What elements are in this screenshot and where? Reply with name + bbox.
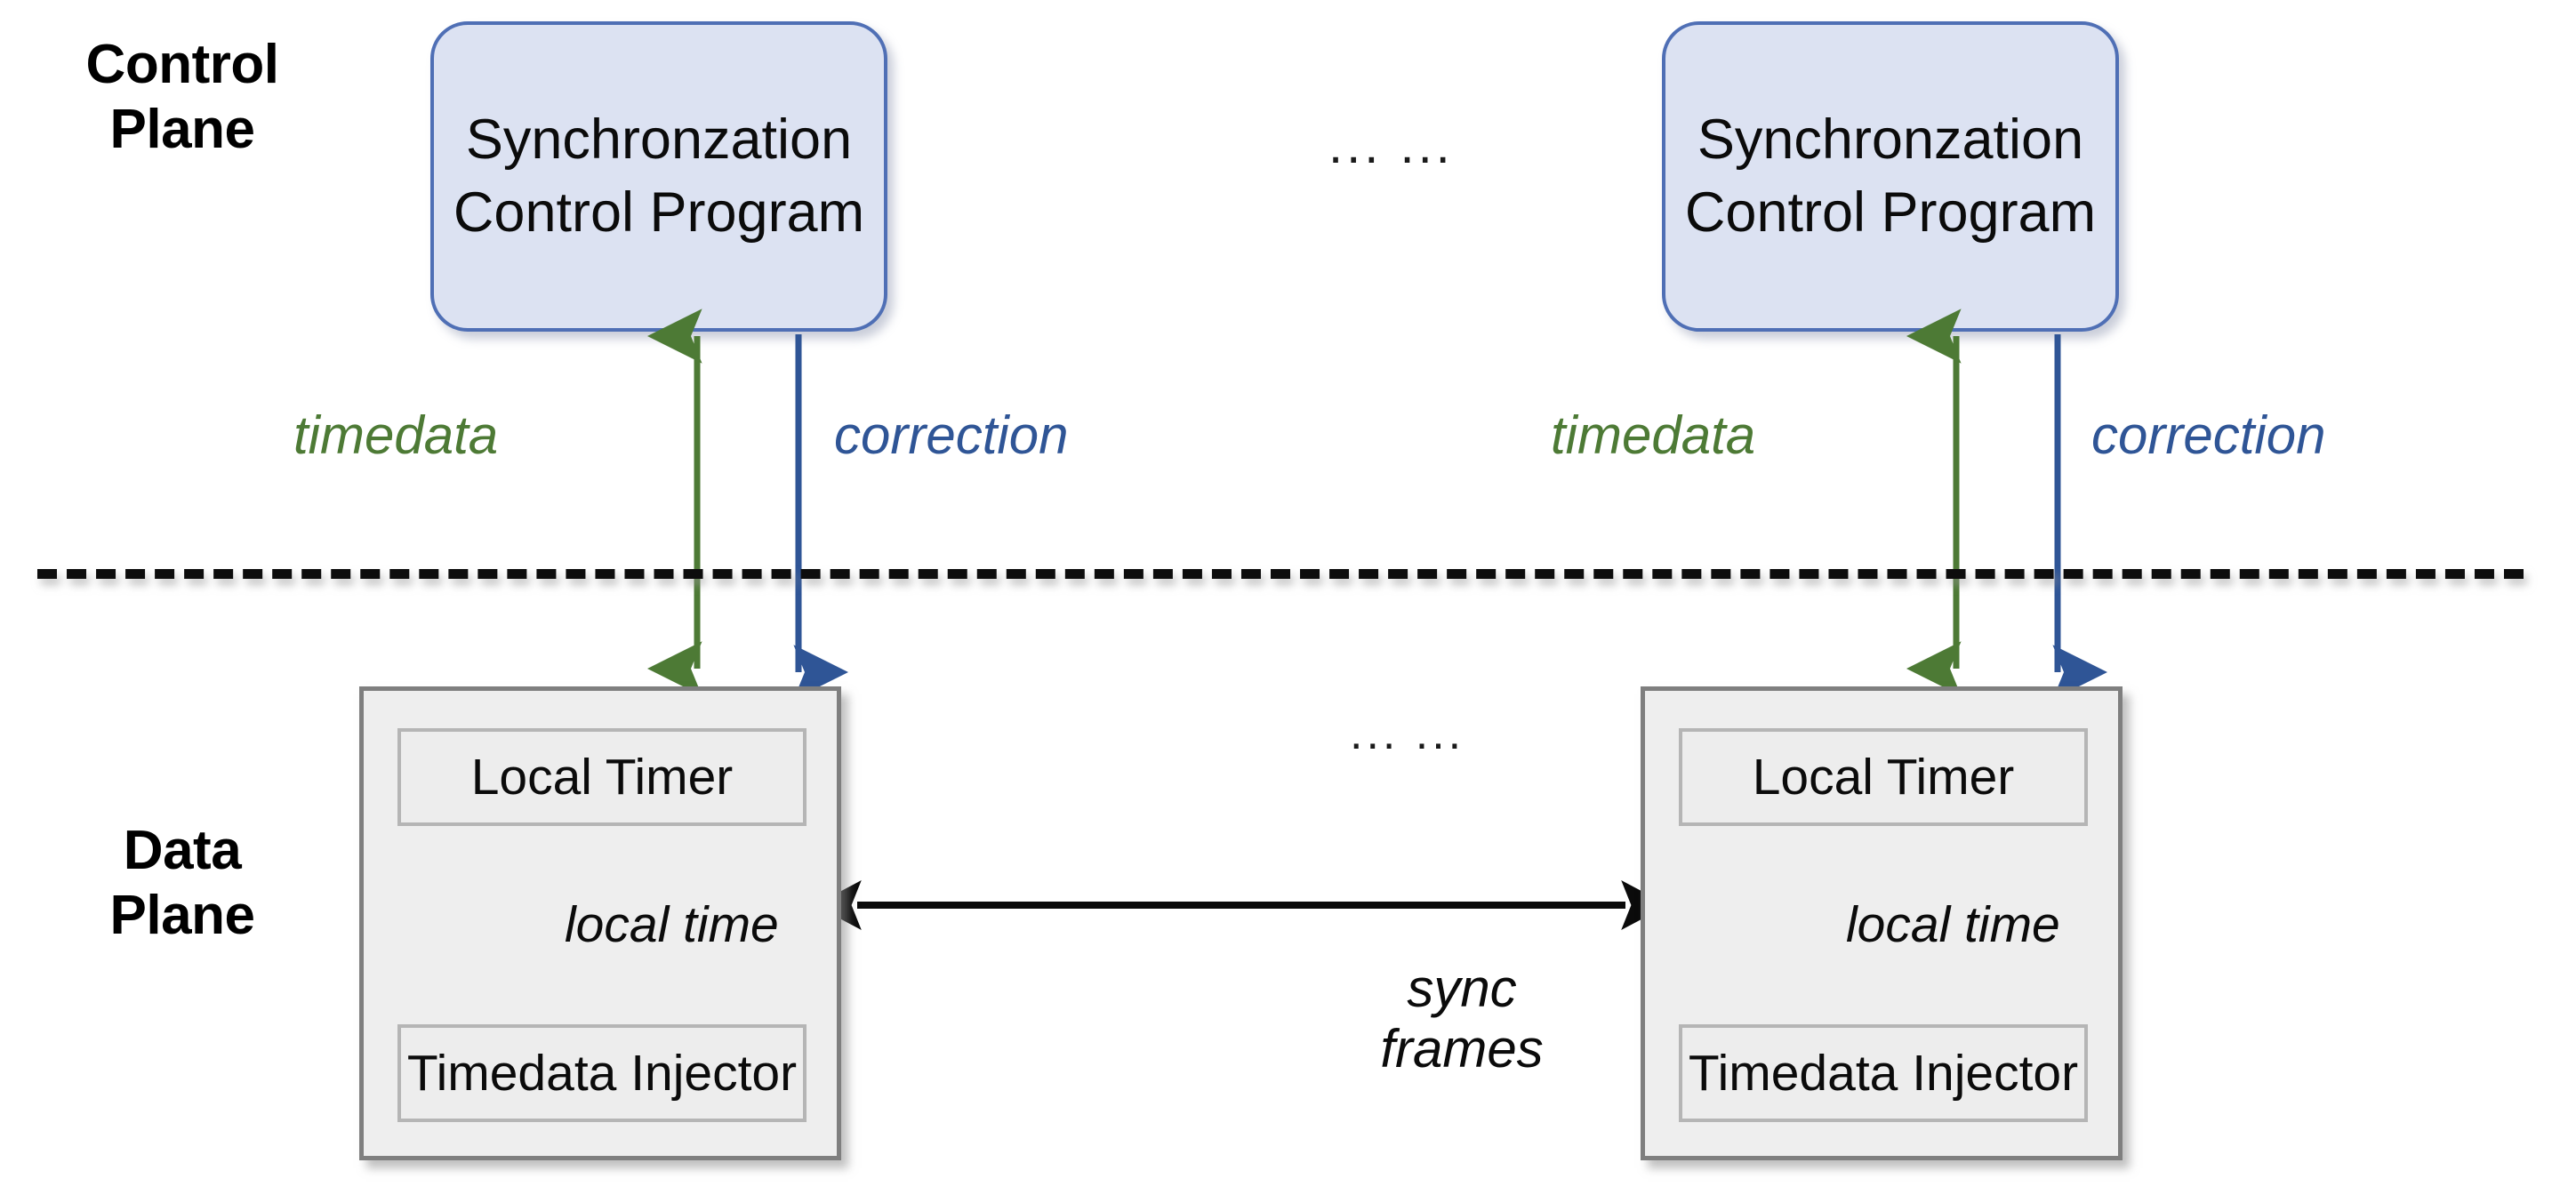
timedata-injector-right[interactable]: Timedata Injector	[1679, 1024, 2088, 1122]
data-plane-device-right[interactable]: Local Timer local time Timedata Injector	[1641, 686, 2123, 1160]
sync-frames-label: sync frames	[1293, 958, 1631, 1079]
local-timer-left[interactable]: Local Timer	[397, 728, 807, 826]
sync-control-program-left[interactable]: Synchronzation Control Program	[430, 21, 887, 332]
sync-frames-line1: sync	[1407, 958, 1517, 1018]
edge-label-correction-left: correction	[834, 405, 1069, 465]
timedata-injector-left[interactable]: Timedata Injector	[397, 1024, 807, 1122]
control-plane-ellipsis: ... ...	[1328, 116, 1454, 174]
control-plane-label-line1: Control	[85, 34, 279, 95]
control-plane-label: Control Plane	[9, 32, 356, 162]
local-timer-right[interactable]: Local Timer	[1679, 728, 2088, 826]
sync-control-program-right[interactable]: Synchronzation Control Program	[1662, 21, 2119, 332]
edge-label-correction-right: correction	[2091, 405, 2326, 465]
plane-divider	[37, 569, 2524, 579]
edge-label-timedata-left: timedata	[293, 405, 499, 465]
data-plane-device-left[interactable]: Local Timer local time Timedata Injector	[359, 686, 841, 1160]
data-plane-label-line1: Data	[123, 820, 242, 881]
data-plane-label-line2: Plane	[109, 885, 255, 947]
scp-right-line2: Control Program	[1684, 180, 2097, 244]
data-plane-ellipsis: ... ...	[1350, 708, 1465, 759]
data-plane-label: Data Plane	[9, 818, 356, 948]
scp-left-line2: Control Program	[453, 180, 865, 244]
local-time-label-left: local time	[565, 896, 779, 953]
scp-left-line1: Synchronzation	[465, 108, 853, 171]
local-time-label-right: local time	[1846, 896, 2060, 953]
control-plane-label-line2: Plane	[109, 99, 255, 161]
edge-label-timedata-right: timedata	[1551, 405, 1756, 465]
sync-frames-line2: frames	[1380, 1018, 1544, 1079]
scp-right-line1: Synchronzation	[1697, 108, 2084, 171]
